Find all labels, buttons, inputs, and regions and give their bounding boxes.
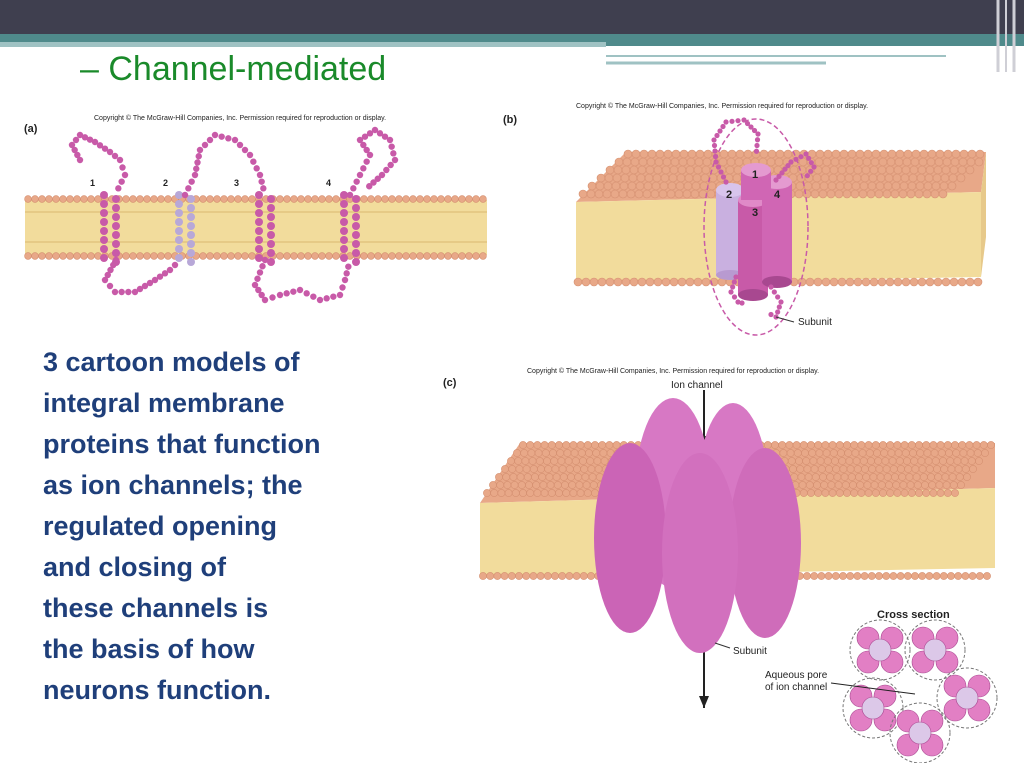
decorative-lines <box>606 42 1024 72</box>
panel-b-label: (b) <box>503 114 518 126</box>
body-line: the basis of how <box>43 634 255 664</box>
pore-label-line1: Aqueous pore <box>765 670 828 681</box>
body-line: as ion channels; the <box>43 470 303 500</box>
body-line: these channels is <box>43 593 269 623</box>
accent-bar <box>0 34 1024 42</box>
body-line: 3 cartoon models of <box>43 347 300 377</box>
figure-c-ion-channel: Ion channel Subunit Cross section Aqueou… <box>479 380 998 763</box>
segment-label-3: 3 <box>234 178 239 188</box>
top-bar <box>0 0 1024 34</box>
subunit-number-3: 3 <box>752 207 758 219</box>
figure-a-membrane-protein: 1 2 3 4 <box>24 126 487 304</box>
subunit-label-c: Subunit <box>733 646 767 657</box>
figure-b-subunit-channel: 1 2 3 4 Subunit <box>573 117 986 336</box>
panel-b-copyright: Copyright © The McGraw-Hill Companies, I… <box>576 103 869 110</box>
subunit-number-2: 2 <box>726 189 732 201</box>
body-line: integral membrane <box>43 388 285 418</box>
body-line: and closing of <box>43 552 227 582</box>
protein-loops <box>68 126 399 304</box>
segment-label-4: 4 <box>326 178 331 188</box>
panel-c-copyright: Copyright © The McGraw-Hill Companies, I… <box>527 368 820 375</box>
corner-lines <box>996 0 1016 42</box>
panel-a-copyright: Copyright © The McGraw-Hill Companies, I… <box>94 115 387 122</box>
body-text: 3 cartoon models of integral membrane pr… <box>43 342 413 711</box>
body-line: proteins that function <box>43 429 321 459</box>
slide-title: – Channel-mediated <box>80 50 387 88</box>
panel-a-label: (a) <box>24 123 38 135</box>
segment-label-2: 2 <box>163 178 168 188</box>
pore-label-line2: of ion channel <box>765 682 827 693</box>
subunit-number-4: 4 <box>774 189 781 201</box>
panel-c-label: (c) <box>443 377 457 389</box>
subunit-label-b: Subunit <box>798 317 832 328</box>
subunit-number-1: 1 <box>752 169 758 181</box>
cross-section-label: Cross section <box>877 609 950 621</box>
helix-segments <box>100 191 360 266</box>
accent-bar-light <box>0 42 606 47</box>
body-line: regulated opening <box>43 511 278 541</box>
segment-label-1: 1 <box>90 178 95 188</box>
ion-channel-label: Ion channel <box>671 380 723 391</box>
body-line: neurons function. <box>43 675 271 705</box>
